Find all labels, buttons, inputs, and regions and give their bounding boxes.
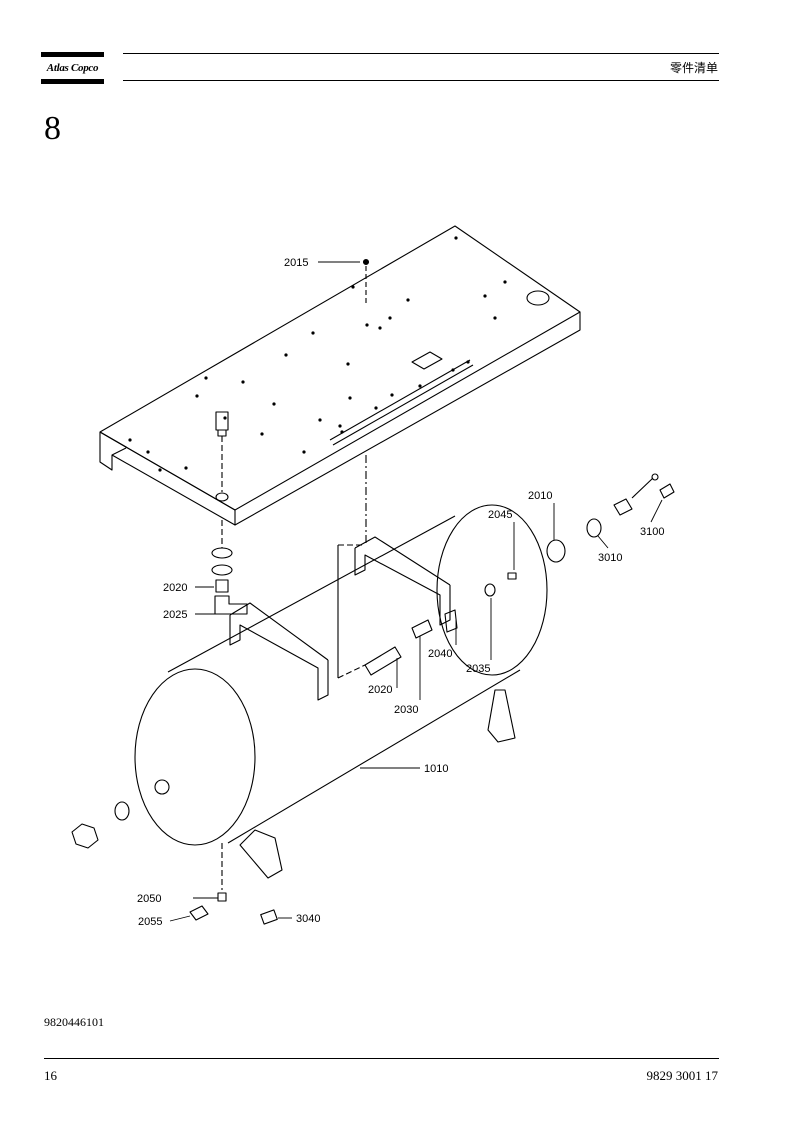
- page-number: 16: [44, 1068, 57, 1083]
- tank-feet: [239, 689, 516, 925]
- callout-2040: 2040: [428, 648, 452, 660]
- section-number: 8: [44, 110, 61, 147]
- callout-2010: 2010: [528, 490, 552, 502]
- logo-text: Atlas Copco: [46, 62, 99, 74]
- callout-2020-left: 2020: [163, 582, 187, 594]
- callout-2050: 2050: [137, 893, 161, 905]
- callout-2055: 2055: [138, 916, 162, 928]
- callout-2020-center: 2020: [368, 684, 392, 696]
- header-title: 零件清单: [669, 61, 718, 75]
- seal-stack: [211, 520, 248, 615]
- tank-brackets: [229, 536, 451, 701]
- valve-assembly: [337, 473, 675, 679]
- footer-rule: [44, 1058, 719, 1059]
- callout-3100: 3100: [640, 526, 664, 538]
- callout-2045: 2045: [488, 509, 512, 521]
- document-number: 9829 3001 17: [646, 1068, 719, 1083]
- callout-2015: 2015: [284, 257, 308, 269]
- callout-3040: 3040: [296, 913, 320, 925]
- header-rule-bottom: [123, 80, 719, 81]
- atlas-copco-logo: Atlas Copco: [41, 52, 104, 84]
- drawing-reference: 9820446101: [44, 1015, 104, 1029]
- air-receiver-tank: [134, 504, 548, 846]
- cover-fitting: [215, 411, 229, 502]
- cover-plate: [99, 225, 581, 526]
- logo-bar-bottom: [41, 79, 104, 84]
- drain-parts: [71, 801, 227, 921]
- logo-bar-top: [41, 52, 104, 57]
- callout-3010: 3010: [598, 552, 622, 564]
- callout-2025: 2025: [163, 609, 187, 621]
- callout-1010: 1010: [424, 763, 448, 775]
- callout-2035: 2035: [466, 663, 490, 675]
- callout-labels: 2015 2010 2045 3100 3010 2020 2025 2040 …: [137, 257, 664, 928]
- screw-2015: [362, 258, 370, 305]
- header-rule-top: [123, 53, 719, 54]
- cover-plate-holes: [128, 236, 507, 472]
- callout-2030: 2030: [394, 704, 418, 716]
